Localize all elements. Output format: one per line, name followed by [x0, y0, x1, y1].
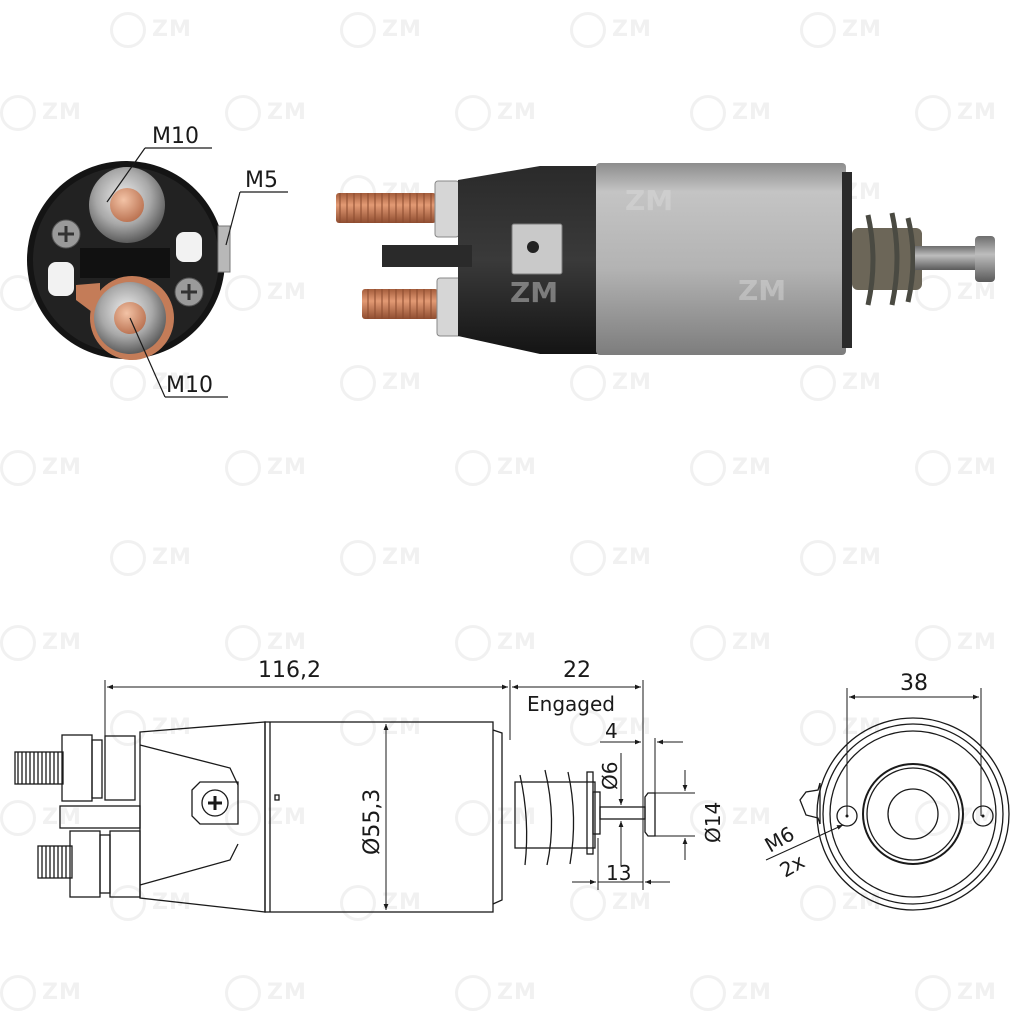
- zm-logo-icon: [340, 540, 376, 576]
- spade-terminal: [511, 223, 563, 275]
- watermark-label: ZM: [625, 184, 673, 217]
- zm-watermark-text: ZM: [42, 980, 82, 1005]
- drawing-cap-divider: [59, 805, 141, 829]
- plunger-assembly: [852, 212, 995, 306]
- photo-side-view: ZM ZM ZM: [336, 163, 995, 355]
- zm-watermark: ZM: [225, 975, 307, 1011]
- zm-logo-icon: [225, 975, 261, 1011]
- zm-watermark: ZM: [455, 975, 537, 1011]
- drawing-side-view: 116,2 22 Engaged 4 13 Ø55,3 Ø6 Ø14: [14, 658, 725, 913]
- zm-watermark-text: ZM: [612, 545, 652, 570]
- dim-body-diameter: Ø55,3: [360, 789, 385, 855]
- zm-watermark: ZM: [225, 450, 307, 486]
- zm-watermark: ZM: [915, 975, 997, 1011]
- zm-logo-icon: [225, 450, 261, 486]
- photo-end-view: M10 M5 M10: [27, 124, 288, 398]
- zm-watermark-text: ZM: [957, 980, 997, 1005]
- zm-watermark: ZM: [800, 540, 882, 576]
- zm-logo-icon: [800, 540, 836, 576]
- dim-head-thickness: 4: [605, 719, 618, 743]
- zm-watermark-text: ZM: [497, 455, 537, 480]
- callout-label: M5: [245, 168, 278, 193]
- callout-label: M10: [166, 373, 213, 398]
- zm-logo-icon: [0, 975, 36, 1011]
- solenoid-cap-end: [27, 161, 225, 359]
- watermark-label: ZM: [738, 274, 786, 307]
- drawing-can: [264, 721, 494, 913]
- zm-watermark: ZM: [915, 625, 997, 661]
- dim-mount-spacing: 38: [900, 671, 928, 696]
- mount-hole-right: [972, 805, 994, 827]
- dim-shaft-diameter: Ø6: [598, 762, 622, 790]
- end-outer-ring: [816, 717, 1010, 911]
- drawing-terminal-cap: [139, 721, 266, 913]
- callout-bottom-m10: M10: [129, 317, 228, 398]
- solenoid-can: [596, 163, 846, 355]
- zm-watermark-text: ZM: [842, 545, 882, 570]
- watermark-label: ZM: [510, 276, 558, 309]
- zm-logo-icon: [915, 450, 951, 486]
- zm-logo-icon: [455, 450, 491, 486]
- drawing-plunger: [514, 769, 656, 866]
- cap-divider: [382, 245, 472, 267]
- dim-plunger-travel: 22: [563, 658, 591, 683]
- screw-icon: [51, 219, 81, 249]
- plunger-state-label: Engaged: [527, 692, 615, 716]
- zm-watermark-text: ZM: [497, 980, 537, 1005]
- zm-watermark: ZM: [110, 540, 192, 576]
- dim-overall-length: 116,2: [258, 658, 321, 683]
- callout-m5: M5: [225, 168, 288, 246]
- zm-watermark: ZM: [915, 450, 997, 486]
- zm-watermark-text: ZM: [732, 980, 772, 1005]
- zm-watermark: ZM: [690, 975, 772, 1011]
- zm-watermark-text: ZM: [957, 630, 997, 655]
- zm-watermark-text: ZM: [732, 455, 772, 480]
- plunger-bore: [887, 788, 939, 840]
- drawing-end-view: 38 M6 2x: [761, 671, 1010, 911]
- zm-logo-icon: [915, 625, 951, 661]
- zm-logo-icon: [690, 975, 726, 1011]
- end-spade-terminal: [799, 782, 821, 825]
- can-end-ring: [842, 172, 852, 348]
- zm-watermark: ZM: [570, 540, 652, 576]
- zm-logo-icon: [0, 450, 36, 486]
- zm-logo-icon: [690, 450, 726, 486]
- zm-watermark-text: ZM: [382, 545, 422, 570]
- zm-logo-icon: [110, 540, 146, 576]
- callout-label: M10: [152, 124, 199, 149]
- zm-watermark: ZM: [0, 450, 82, 486]
- zm-watermark-text: ZM: [42, 455, 82, 480]
- zm-logo-icon: [915, 975, 951, 1011]
- zm-watermark: ZM: [0, 975, 82, 1011]
- zm-watermark-text: ZM: [267, 980, 307, 1005]
- zm-watermark-text: ZM: [152, 545, 192, 570]
- upper-m10-stud: [336, 180, 460, 238]
- screw-icon: [174, 277, 204, 307]
- zm-logo-icon: [455, 975, 491, 1011]
- zm-watermark: ZM: [455, 450, 537, 486]
- m5-terminal-tab: [217, 225, 231, 273]
- drawing-spade-terminal: [191, 781, 239, 825]
- zm-logo-icon: [570, 540, 606, 576]
- lower-m10-stud: [362, 277, 462, 337]
- dim-shaft-length: 13: [606, 861, 631, 885]
- terminal-insulator: [176, 232, 202, 262]
- callout-top-m10: M10: [106, 124, 212, 203]
- top-m10-terminal: [89, 167, 165, 243]
- zm-watermark-text: ZM: [267, 455, 307, 480]
- zm-watermark: ZM: [340, 540, 422, 576]
- zm-watermark-text: ZM: [957, 455, 997, 480]
- zm-watermark: ZM: [690, 450, 772, 486]
- drawing-lower-stud: [37, 830, 141, 898]
- dim-head-diameter: Ø14: [701, 802, 725, 843]
- terminal-insulator: [48, 262, 74, 296]
- dim-mount-count: 2x: [776, 849, 809, 882]
- drawing-upper-stud: [14, 734, 136, 802]
